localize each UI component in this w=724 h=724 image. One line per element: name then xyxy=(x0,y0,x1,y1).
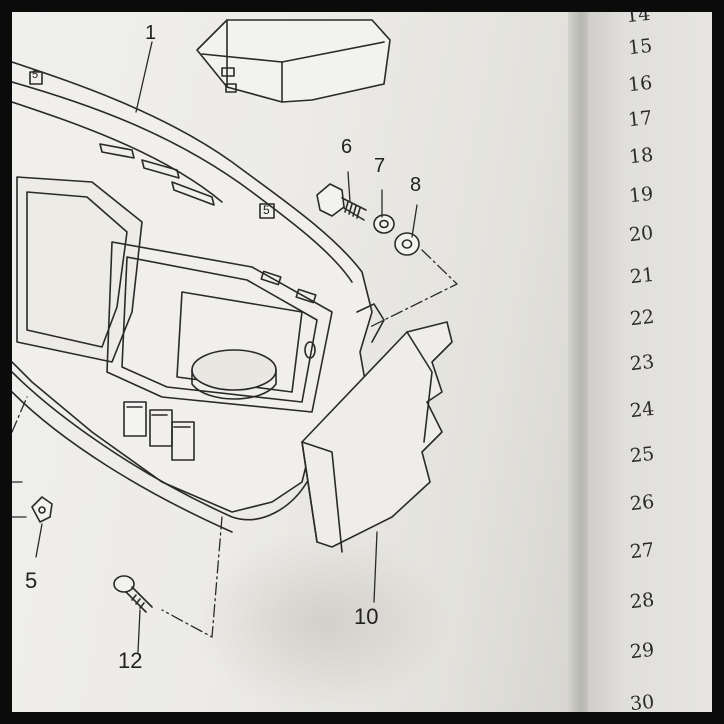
dash-dot-lines xyxy=(12,249,458,638)
line-number: 17 xyxy=(626,106,654,132)
washer-part-8 xyxy=(394,232,420,256)
line-number: 16 xyxy=(626,71,654,97)
line-number: 21 xyxy=(628,263,656,289)
dash-marker-box: 5 xyxy=(32,69,39,81)
callout-6: 6 xyxy=(341,136,353,158)
dashboard-body xyxy=(12,61,385,533)
parts-diagram xyxy=(12,19,458,653)
line-number: 18 xyxy=(627,143,655,169)
callout-10: 10 xyxy=(354,604,379,629)
line-number: 28 xyxy=(628,588,656,614)
line-number: 23 xyxy=(628,350,656,376)
line-number: 27 xyxy=(628,538,656,564)
leader-lines xyxy=(12,41,418,653)
callout-5: 5 xyxy=(25,568,38,593)
clip-part-5 xyxy=(31,496,53,523)
line-number: 26 xyxy=(628,490,656,516)
line-number: 19 xyxy=(627,182,655,208)
line-number: 29 xyxy=(628,638,656,664)
line-number: 25 xyxy=(628,442,656,468)
line-number: 22 xyxy=(628,305,656,331)
line-number: 14 xyxy=(624,12,652,28)
photo-shadow xyxy=(192,532,452,712)
callout-1: 1 xyxy=(145,22,157,44)
callout-12: 12 xyxy=(118,648,143,673)
line-number: 15 xyxy=(626,34,654,60)
line-number: 30 xyxy=(628,690,656,712)
top-cover-part xyxy=(196,19,391,103)
bolt-part-6 xyxy=(316,183,367,221)
callout-7: 7 xyxy=(374,155,386,177)
side-panel-part xyxy=(301,321,453,553)
right-page xyxy=(588,12,712,712)
screw-part-12 xyxy=(113,575,153,613)
dash-marker-box: 5 xyxy=(263,203,270,217)
washer-part-7 xyxy=(373,214,395,234)
callout-8: 8 xyxy=(410,174,422,196)
line-number: 24 xyxy=(628,397,656,423)
photo-frame: 5 5 1 6 7 8 5 10 12 14 15 16 17 18 19 20… xyxy=(12,12,712,712)
line-number: 20 xyxy=(627,221,655,247)
